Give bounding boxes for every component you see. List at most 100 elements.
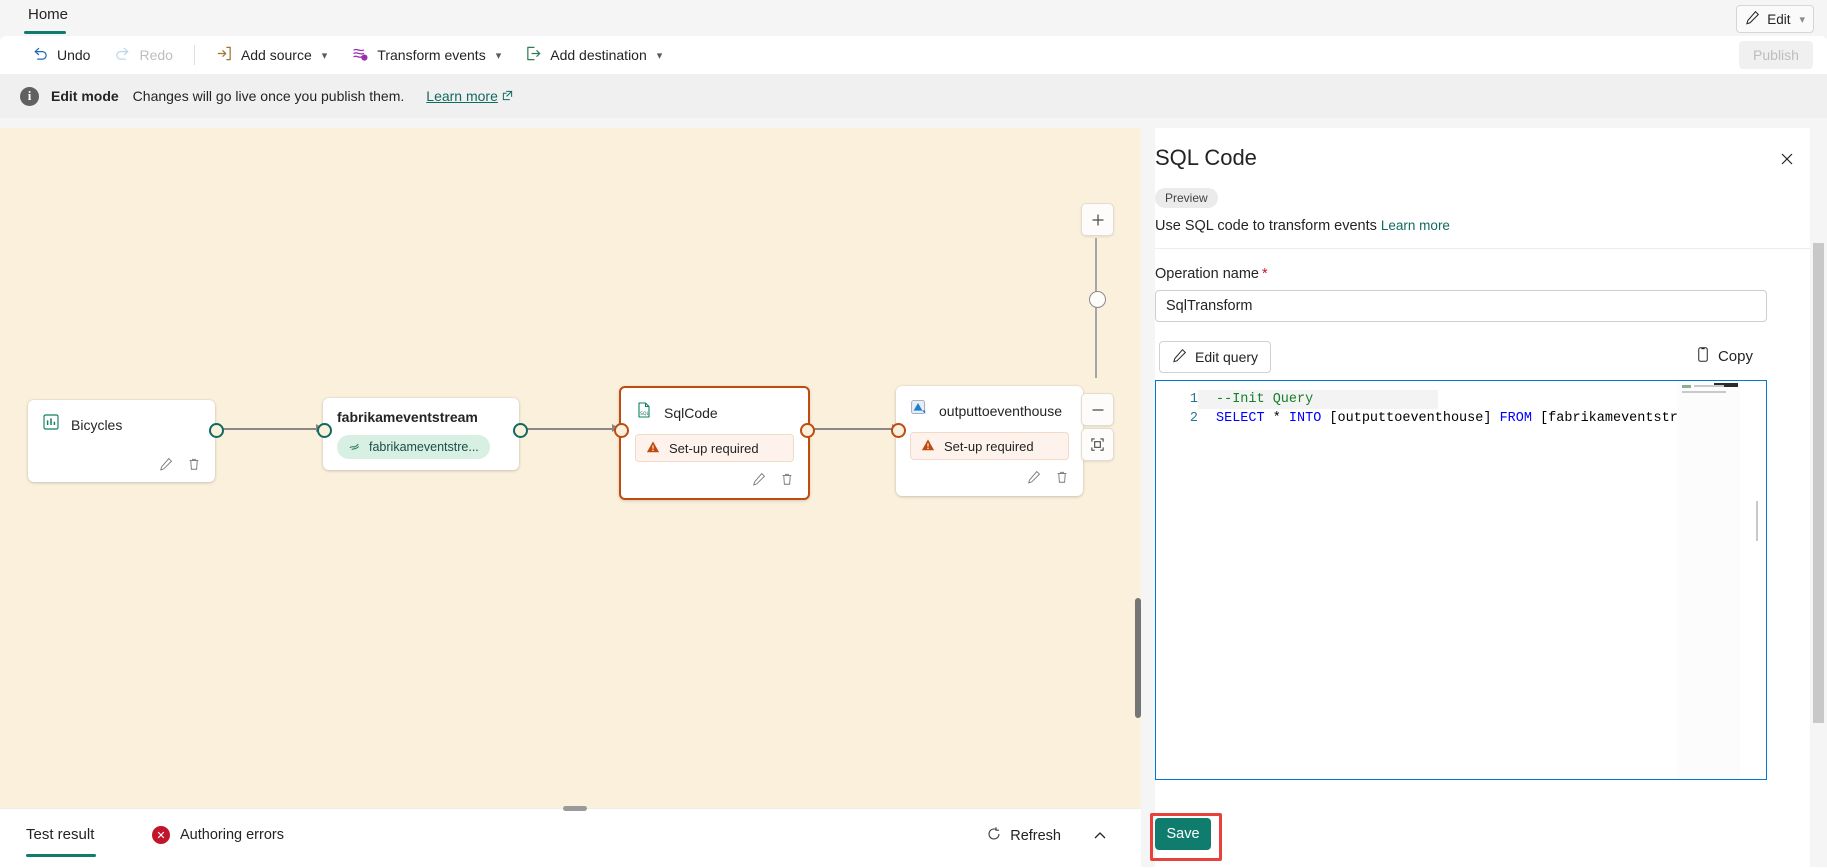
edit-button[interactable]: Edit ▾ xyxy=(1736,5,1814,33)
chevron-down-icon: ▾ xyxy=(495,49,502,62)
transform-events-icon xyxy=(351,45,369,66)
copy-icon xyxy=(1695,346,1711,367)
tab-test-result-label: Test result xyxy=(26,826,95,843)
canvas-node-sqlcode[interactable]: SQL SqlCode Set-up required xyxy=(619,386,810,500)
edit-mode-message: Changes will go live once you publish th… xyxy=(132,88,405,104)
canvas-node-outputtoeventhouse[interactable]: outputtoeventhouse Set-up required xyxy=(896,386,1083,496)
code-lines: 1 --Init Query 2 SELECT * INTO [outputto… xyxy=(1156,390,1766,428)
node-output-port-sqlcode[interactable] xyxy=(800,423,815,438)
close-icon[interactable] xyxy=(1774,146,1800,172)
redo-label: Redo xyxy=(139,47,173,63)
delete-node-icon[interactable] xyxy=(780,472,794,491)
undo-icon xyxy=(32,45,49,65)
fit-to-screen-button[interactable] xyxy=(1081,428,1114,461)
node-title: fabrikameventstream xyxy=(337,409,478,425)
editor-minimap[interactable] xyxy=(1678,382,1740,779)
edit-query-button[interactable]: Edit query xyxy=(1159,341,1272,373)
edit-mode-banner: i Edit mode Changes will go live once yo… xyxy=(0,74,1827,118)
stream-pill: fabrikameventstre... xyxy=(337,435,490,459)
panel-subtitle-text: Use SQL code to transform events xyxy=(1155,218,1377,234)
tab-test-result-indicator xyxy=(26,854,96,857)
node-status-badge: Set-up required xyxy=(910,432,1069,460)
svg-text:SQL: SQL xyxy=(640,411,650,417)
pipeline-canvas[interactable]: Bicycles fabrikameventstream xyxy=(0,128,1141,808)
zoom-in-button[interactable] xyxy=(1081,203,1114,236)
canvas-node-fabrikameventstream[interactable]: fabrikameventstream fabrikameventstre... xyxy=(323,398,519,470)
edit-node-icon[interactable] xyxy=(159,457,173,476)
eventhouse-icon xyxy=(910,399,928,422)
zoom-slider-track[interactable] xyxy=(1095,238,1097,378)
sql-code-editor[interactable]: 1 --Init Query 2 SELECT * INTO [outputto… xyxy=(1155,380,1767,780)
banner-learn-more-link[interactable]: Learn more xyxy=(426,88,513,104)
edge-sqlcode-to-eventhouse xyxy=(806,428,899,430)
node-title: Bicycles xyxy=(71,416,123,433)
node-header: SQL SqlCode xyxy=(621,388,808,424)
warning-icon xyxy=(646,440,660,457)
node-input-port-eventhouse[interactable] xyxy=(891,423,906,438)
minimap-line xyxy=(1694,385,1724,387)
zoom-slider-thumb[interactable] xyxy=(1089,291,1106,308)
tab-home-label: Home xyxy=(28,6,69,23)
edit-node-icon[interactable] xyxy=(752,472,766,491)
add-source-button[interactable]: Add source ▾ xyxy=(206,41,337,69)
eventstream-icon xyxy=(348,439,361,455)
transform-events-button[interactable]: Transform events ▾ xyxy=(341,41,511,69)
node-input-port-stream[interactable] xyxy=(317,423,332,438)
node-output-port-stream[interactable] xyxy=(513,423,528,438)
chart-table-icon xyxy=(42,413,60,436)
tab-test-result[interactable]: Test result xyxy=(26,826,94,843)
edit-button-label: Edit xyxy=(1767,11,1791,27)
pencil-icon xyxy=(1745,10,1760,28)
collapse-pane-icon[interactable] xyxy=(1092,828,1108,849)
edit-query-label: Edit query xyxy=(1195,349,1259,365)
operation-name-label-text: Operation name xyxy=(1155,266,1259,282)
copy-button[interactable]: Copy xyxy=(1687,341,1761,371)
sql-file-icon: SQL xyxy=(635,401,653,424)
operation-name-input[interactable] xyxy=(1155,290,1767,322)
canvas-node-bicycles[interactable]: Bicycles xyxy=(28,400,215,482)
redo-button[interactable]: Redo xyxy=(104,41,182,69)
node-actions xyxy=(621,462,808,500)
refresh-button[interactable]: Refresh xyxy=(986,826,1061,846)
line-number: 1 xyxy=(1189,392,1198,407)
undo-button[interactable]: Undo xyxy=(22,41,100,69)
ribbon-tab-bar: Home Edit ▾ xyxy=(0,0,1827,36)
toolbar-divider xyxy=(193,45,195,65)
add-destination-icon xyxy=(525,45,542,65)
panel-learn-more-link[interactable]: Learn more xyxy=(1380,218,1450,233)
node-input-port-sqlcode[interactable] xyxy=(614,423,629,438)
editor-toolbar: Edit query Copy xyxy=(1155,334,1769,380)
canvas-vertical-scrollbar[interactable] xyxy=(1135,598,1141,718)
tab-authoring-errors[interactable]: ✕ Authoring errors xyxy=(152,826,284,844)
panel-vertical-scrollbar[interactable] xyxy=(1813,243,1824,723)
copy-label: Copy xyxy=(1717,347,1753,365)
node-title: SqlCode xyxy=(664,404,718,421)
info-icon: i xyxy=(20,86,39,106)
editor-scroll-indicator[interactable] xyxy=(1756,501,1758,541)
sql-star: * xyxy=(1264,411,1289,426)
edit-node-icon[interactable] xyxy=(1027,470,1041,489)
authoring-errors-label: Authoring errors xyxy=(180,827,284,843)
chevron-down-icon: ▾ xyxy=(1799,13,1805,26)
minimap-slider[interactable] xyxy=(1714,383,1738,387)
resize-grip[interactable] xyxy=(563,806,587,811)
minimap-line xyxy=(1682,391,1726,393)
zoom-out-button[interactable] xyxy=(1081,393,1114,426)
tab-home[interactable]: Home xyxy=(22,4,74,29)
add-source-icon xyxy=(216,45,233,65)
delete-node-icon[interactable] xyxy=(1055,470,1069,489)
add-destination-button[interactable]: Add destination ▾ xyxy=(515,41,672,69)
warning-icon xyxy=(921,438,935,455)
pencil-icon xyxy=(1172,348,1187,366)
sql-target-table: [outputtoeventhouse] xyxy=(1321,411,1500,426)
delete-node-icon[interactable] xyxy=(187,457,201,476)
operation-name-label: Operation name* xyxy=(1155,266,1268,282)
sql-source-table: [fabrikameventstr xyxy=(1531,411,1678,426)
chevron-down-icon: ▾ xyxy=(321,49,328,62)
code-line: 1 --Init Query xyxy=(1156,390,1766,409)
node-output-port-bicycles[interactable] xyxy=(209,423,224,438)
refresh-label: Refresh xyxy=(1010,828,1061,844)
save-button[interactable]: Save xyxy=(1155,818,1211,850)
publish-button[interactable]: Publish xyxy=(1739,41,1813,69)
